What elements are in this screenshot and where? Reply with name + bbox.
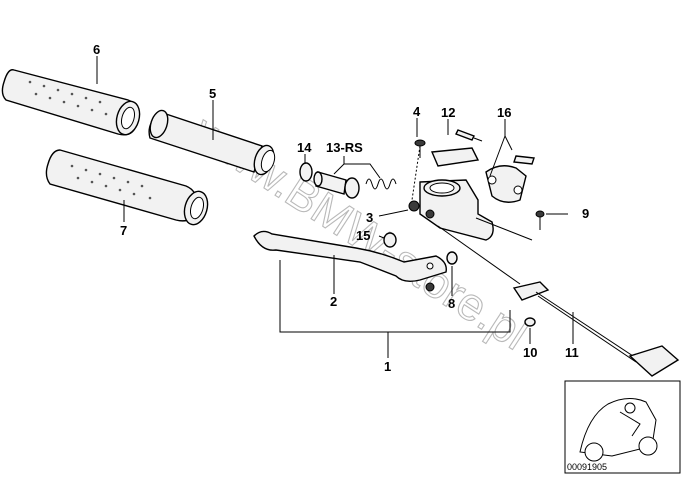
screw-4	[414, 139, 426, 158]
callout-3: 3	[366, 210, 373, 225]
brake-switch-11	[512, 281, 680, 377]
screw-12	[455, 129, 483, 142]
callout-13rs: 13-RS	[326, 140, 363, 155]
piston-13rs	[313, 171, 397, 199]
callout-16: 16	[497, 105, 511, 120]
callouts: 6 5 7 14 13-RS 4 12 16 3 15 9 2 8 10 11 …	[93, 42, 589, 374]
master-cylinder	[408, 179, 494, 241]
callout-5: 5	[209, 86, 216, 101]
callout-2: 2	[330, 294, 337, 309]
grip-5	[148, 109, 276, 176]
bushing-15	[383, 232, 397, 248]
callout-1: 1	[384, 359, 391, 374]
callout-7: 7	[120, 223, 127, 238]
callout-6: 6	[93, 42, 100, 57]
callout-4: 4	[413, 104, 421, 119]
callout-14: 14	[297, 140, 312, 155]
nut-10	[524, 317, 536, 327]
seal-14	[299, 162, 313, 182]
bushing-8	[425, 251, 458, 292]
leader-lines	[96, 56, 574, 358]
callout-11: 11	[565, 345, 579, 360]
callout-15: 15	[356, 228, 370, 243]
screw-9	[535, 210, 545, 230]
callout-10: 10	[523, 345, 537, 360]
clamp-16	[485, 155, 535, 203]
grip-7	[45, 149, 209, 226]
callout-8: 8	[448, 296, 455, 311]
reservoir-cap-12	[430, 147, 480, 167]
vehicle-inset: 00091905	[564, 380, 681, 474]
brake-lever-2	[253, 230, 447, 283]
callout-9: 9	[582, 206, 589, 221]
callout-12: 12	[441, 105, 455, 120]
inset-code: 00091905	[567, 462, 607, 472]
grip-6	[1, 69, 141, 136]
